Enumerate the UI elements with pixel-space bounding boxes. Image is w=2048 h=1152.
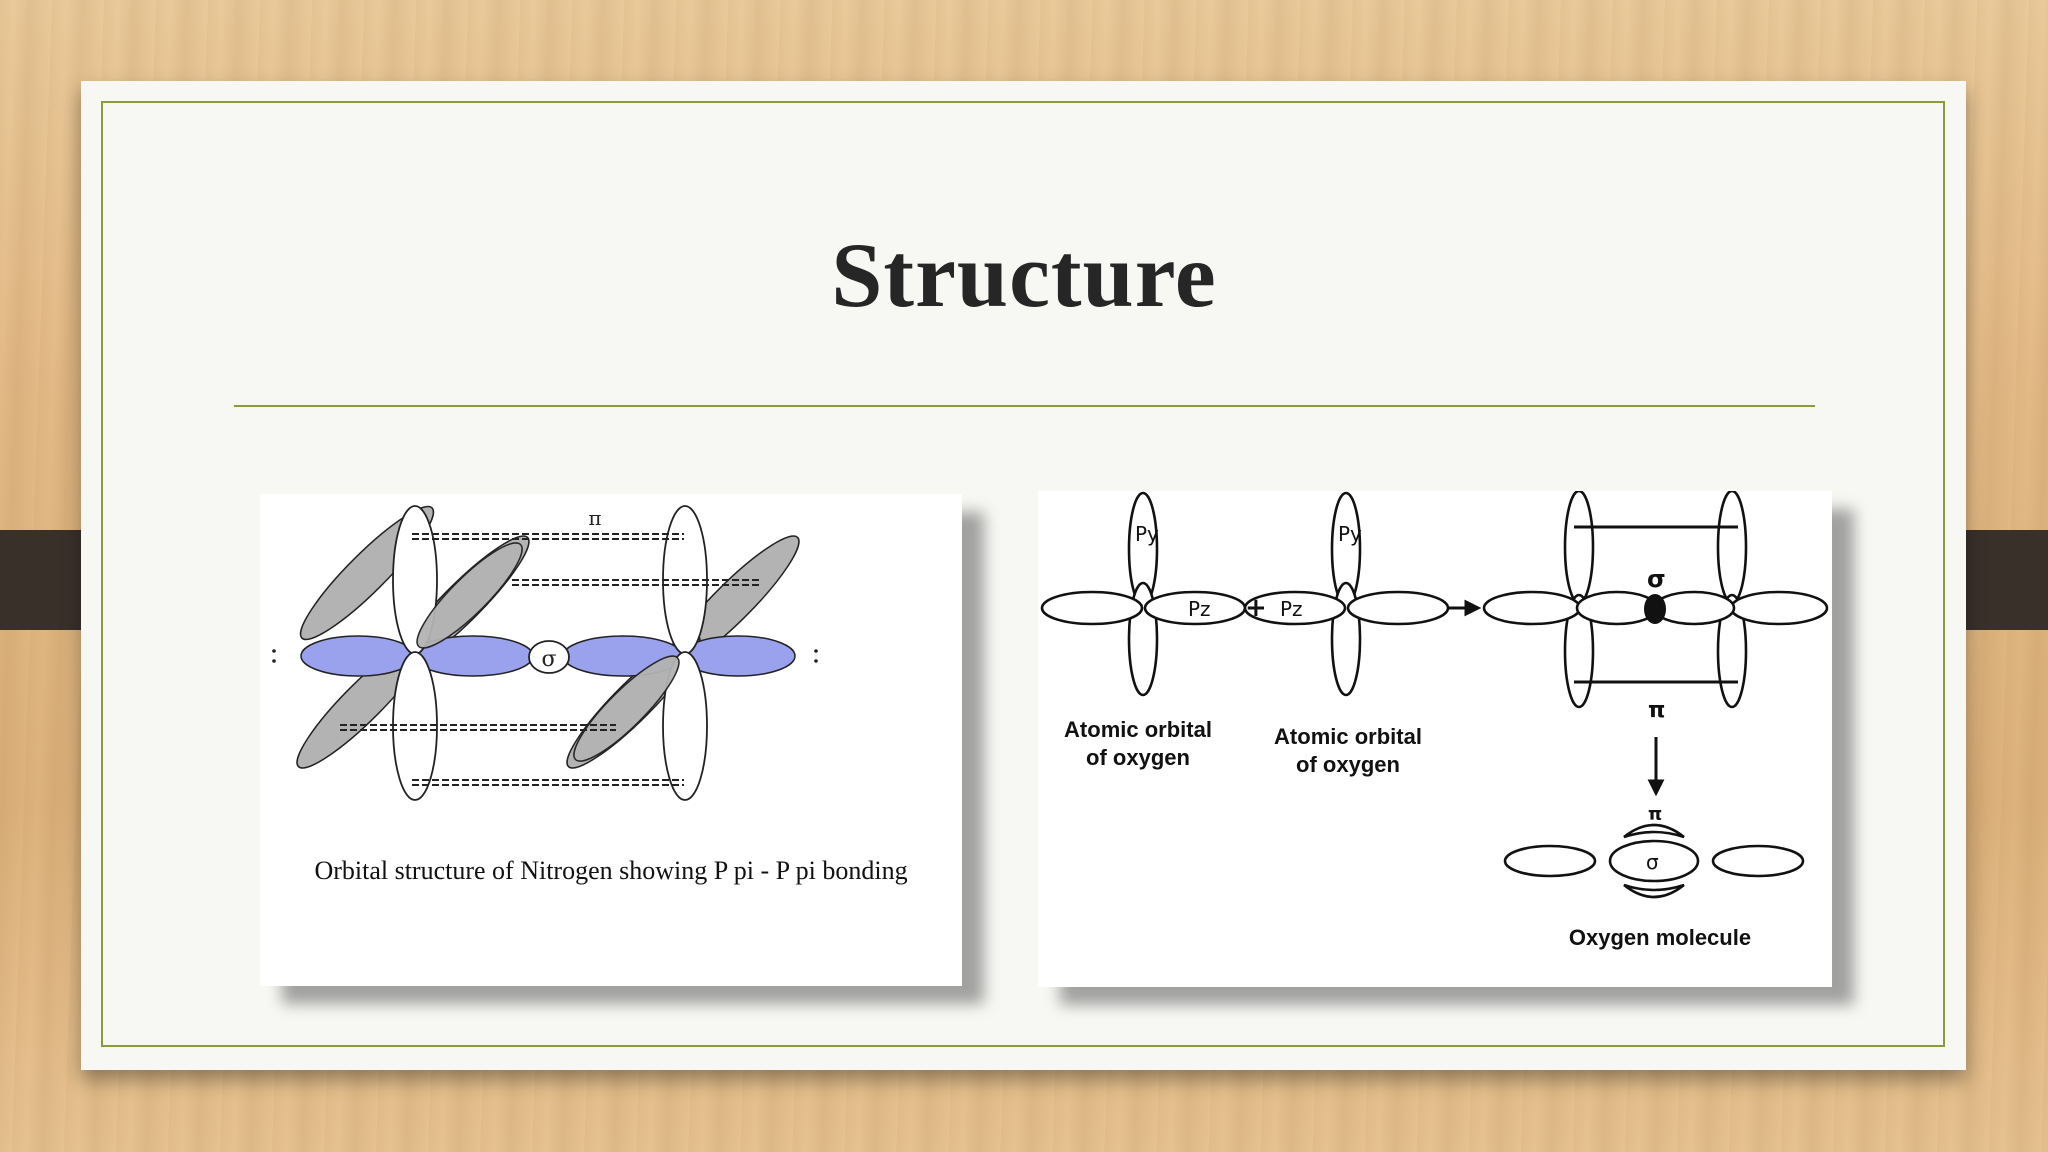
molecule-pi-label: π — [1648, 804, 1662, 825]
title-divider — [234, 405, 1815, 407]
nitrogen-caption: Orbital structure of Nitrogen showing P … — [314, 856, 908, 885]
oxygen-orbital-figure: Py Pz Py Pz + σ π π σ — [1038, 491, 1832, 987]
nitrogen-sigma-label: σ — [541, 647, 556, 672]
o2-py-label: Py — [1338, 522, 1362, 546]
oxygen-orbital-diagram: Py Pz Py Pz + σ π π σ — [1040, 491, 1829, 899]
nitrogen-orbital-figure: σ π — [260, 494, 962, 986]
slide-title: Structure — [831, 224, 1217, 326]
nitrogen-pi-label: π — [588, 506, 601, 530]
atomic-orbital-label-1: Atomic orbital of oxygen — [1064, 717, 1212, 770]
o2-pz-label: Pz — [1280, 597, 1303, 621]
slide-border — [101, 101, 1945, 1047]
molecule-sigma-label: σ — [1646, 850, 1659, 874]
o1-pz-label: Pz — [1188, 597, 1211, 621]
atomic-orbital-label-2: Atomic orbital of oxygen — [1274, 724, 1422, 777]
oxygen-molecule-label: Oxygen molecule — [1568, 925, 1752, 950]
o2-sigma-label: σ — [1647, 565, 1666, 593]
o1-py-label: Py — [1135, 522, 1159, 546]
plus-sign: + — [1245, 593, 1267, 623]
o2-pi-label: π — [1648, 698, 1665, 723]
nitrogen-orbital-diagram: σ π — [272, 505, 818, 801]
